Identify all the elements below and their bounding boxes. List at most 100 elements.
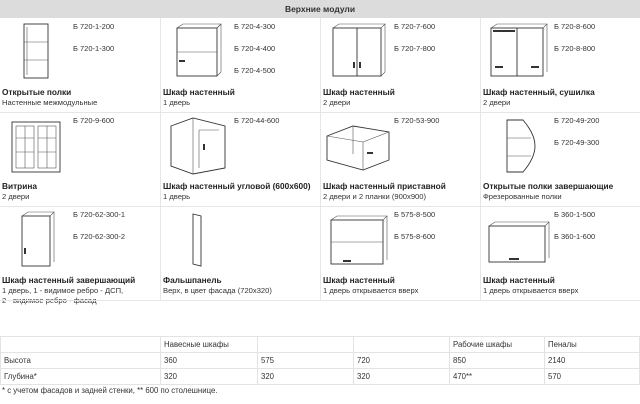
table-cell: 2140 bbox=[544, 352, 640, 369]
dimensions-table: Навесные шкафы Рабочие шкафы Пеналы Высо… bbox=[0, 336, 640, 385]
module-code: Б 720-7-800 bbox=[394, 44, 436, 53]
module-code: Б 575-8-500 bbox=[394, 210, 436, 219]
end-cabinet-icon bbox=[2, 208, 72, 270]
module-description-line: 1 дверь открывается вверх bbox=[483, 286, 579, 295]
wall-cabinet-2door-icon bbox=[323, 20, 393, 82]
module-description: Фрезерованные полки bbox=[483, 192, 639, 202]
false-panel-icon bbox=[163, 208, 233, 270]
dimensions-header-cell: Рабочие шкафы bbox=[449, 336, 545, 353]
module-description-line: 1 дверь, 1 - видимое ребро - ДСП, bbox=[2, 286, 124, 295]
module-codes: Б 720-7-600 Б 720-7-800 bbox=[394, 22, 480, 66]
table-cell: 720 bbox=[353, 352, 450, 369]
module-codes: Б 720-53-900 bbox=[394, 116, 480, 138]
module-description: Верх, в цвет фасада (720х320) bbox=[163, 286, 319, 296]
table-cell: 320 bbox=[160, 368, 258, 385]
dimensions-header-cell bbox=[0, 336, 161, 353]
module-description: 1 дверь открывается вверх bbox=[483, 286, 639, 296]
module-description-line: Верх, в цвет фасада (720х320) bbox=[163, 286, 272, 295]
module-code: Б 720-4-300 bbox=[234, 22, 276, 31]
module-code: Б 720-8-600 bbox=[554, 22, 596, 31]
dimensions-header-cell: Пеналы bbox=[544, 336, 640, 353]
table-cell: 470** bbox=[449, 368, 545, 385]
module-codes: Б 720-44-600 bbox=[234, 116, 320, 138]
dimensions-header-row: Навесные шкафы Рабочие шкафы Пеналы bbox=[0, 336, 640, 353]
table-row: Высота 360 575 720 850 2140 bbox=[0, 352, 640, 369]
module-code: Б 575-8-600 bbox=[394, 232, 436, 241]
module-name: Шкаф настенный угловой (600х600) bbox=[163, 181, 311, 191]
module-description-line: 1 дверь bbox=[163, 98, 191, 107]
module-code: Б 720-49-300 bbox=[554, 138, 600, 147]
module-name: Шкаф настенный приставной bbox=[323, 181, 446, 191]
module-code: Б 720-1-200 bbox=[73, 22, 115, 31]
table-row: Глубина* 320 320 320 470** 570 bbox=[0, 368, 640, 385]
module-description: 1 дверь bbox=[163, 98, 319, 108]
row-label: Высота bbox=[0, 352, 161, 369]
module-code: Б 720-4-500 bbox=[234, 66, 276, 75]
module-name: Открытые полки bbox=[2, 87, 72, 97]
module-code: Б 720-62-300-1 bbox=[73, 210, 126, 219]
module-description: 2 двери bbox=[2, 192, 158, 202]
table-cell: 850 bbox=[449, 352, 545, 369]
module-name: Шкаф настенный, сушилка bbox=[483, 87, 595, 97]
page-title: Верхние модули bbox=[0, 0, 640, 18]
module-name: Шкаф настенный bbox=[323, 87, 395, 97]
glass-cabinet-icon bbox=[2, 114, 72, 176]
end-shelf-icon bbox=[483, 114, 553, 176]
module-code: Б 720-4-400 bbox=[234, 44, 276, 53]
module-code: Б 720-53-900 bbox=[394, 116, 440, 125]
module-codes: Б 720-4-300 Б 720-4-400 Б 720-4-500 bbox=[234, 22, 320, 88]
table-cell: 320 bbox=[257, 368, 354, 385]
module-name: Шкаф настенный завершающий bbox=[2, 275, 136, 285]
module-description-line: 1 дверь bbox=[163, 192, 191, 201]
corner-cabinet-icon bbox=[163, 114, 233, 176]
table-cell: 360 bbox=[160, 352, 258, 369]
module-code: Б 360-1-500 bbox=[554, 210, 596, 219]
table-cell: 570 bbox=[544, 368, 640, 385]
footnote: * с учетом фасадов и задней стенки, ** 6… bbox=[2, 386, 218, 395]
module-codes: Б 575-8-500 Б 575-8-600 bbox=[394, 210, 480, 254]
module-name: Шкаф настенный bbox=[163, 87, 235, 97]
module-description: 1 дверь открывается вверх bbox=[323, 286, 479, 296]
module-code: Б 720-44-600 bbox=[234, 116, 280, 125]
module-description-line: 1 дверь открывается вверх bbox=[323, 286, 419, 295]
module-codes: Б 720-1-200 Б 720-1-300 bbox=[73, 22, 159, 66]
wall-cabinet-1door-icon bbox=[163, 20, 233, 82]
module-name: Шкаф настенный bbox=[483, 275, 555, 285]
module-description-line: Настенные межмодульные bbox=[2, 98, 98, 107]
module-codes: Б 360-1-500 Б 360-1-600 bbox=[554, 210, 640, 254]
module-description: Настенные межмодульные bbox=[2, 98, 158, 108]
row-label: Глубина* bbox=[0, 368, 161, 385]
module-name: Шкаф настенный bbox=[323, 275, 395, 285]
dryer-cabinet-icon bbox=[483, 20, 553, 82]
module-codes: Б 720-9-600 bbox=[73, 116, 159, 138]
module-code: Б 720-9-600 bbox=[73, 116, 115, 125]
table-cell: 320 bbox=[353, 368, 450, 385]
module-description-line: 2 двери и 2 планки (900х900) bbox=[323, 192, 427, 201]
module-code: Б 720-1-300 bbox=[73, 44, 115, 53]
table-cell: 575 bbox=[257, 352, 354, 369]
module-name: Открытые полки завершающие bbox=[483, 181, 614, 191]
lift-cabinet-icon bbox=[323, 208, 393, 270]
row-divider bbox=[0, 300, 640, 301]
module-description-line: 2 двери bbox=[483, 98, 511, 107]
module-description-line: Фрезерованные полки bbox=[483, 192, 562, 201]
dimensions-header-cell bbox=[353, 336, 450, 353]
module-description: 2 двери и 2 планки (900х900) bbox=[323, 192, 479, 202]
module-description: 1 дверь, 1 - видимое ребро - ДСП,2 - вид… bbox=[2, 286, 158, 305]
row-divider bbox=[0, 112, 640, 113]
module-code: Б 720-62-300-2 bbox=[73, 232, 126, 241]
module-code: Б 720-49-200 bbox=[554, 116, 600, 125]
module-code: Б 360-1-600 bbox=[554, 232, 596, 241]
module-name: Витрина bbox=[2, 181, 37, 191]
dimensions-header-cell bbox=[257, 336, 354, 353]
module-code: Б 720-7-600 bbox=[394, 22, 436, 31]
dimensions-header-cell: Навесные шкафы bbox=[160, 336, 258, 353]
